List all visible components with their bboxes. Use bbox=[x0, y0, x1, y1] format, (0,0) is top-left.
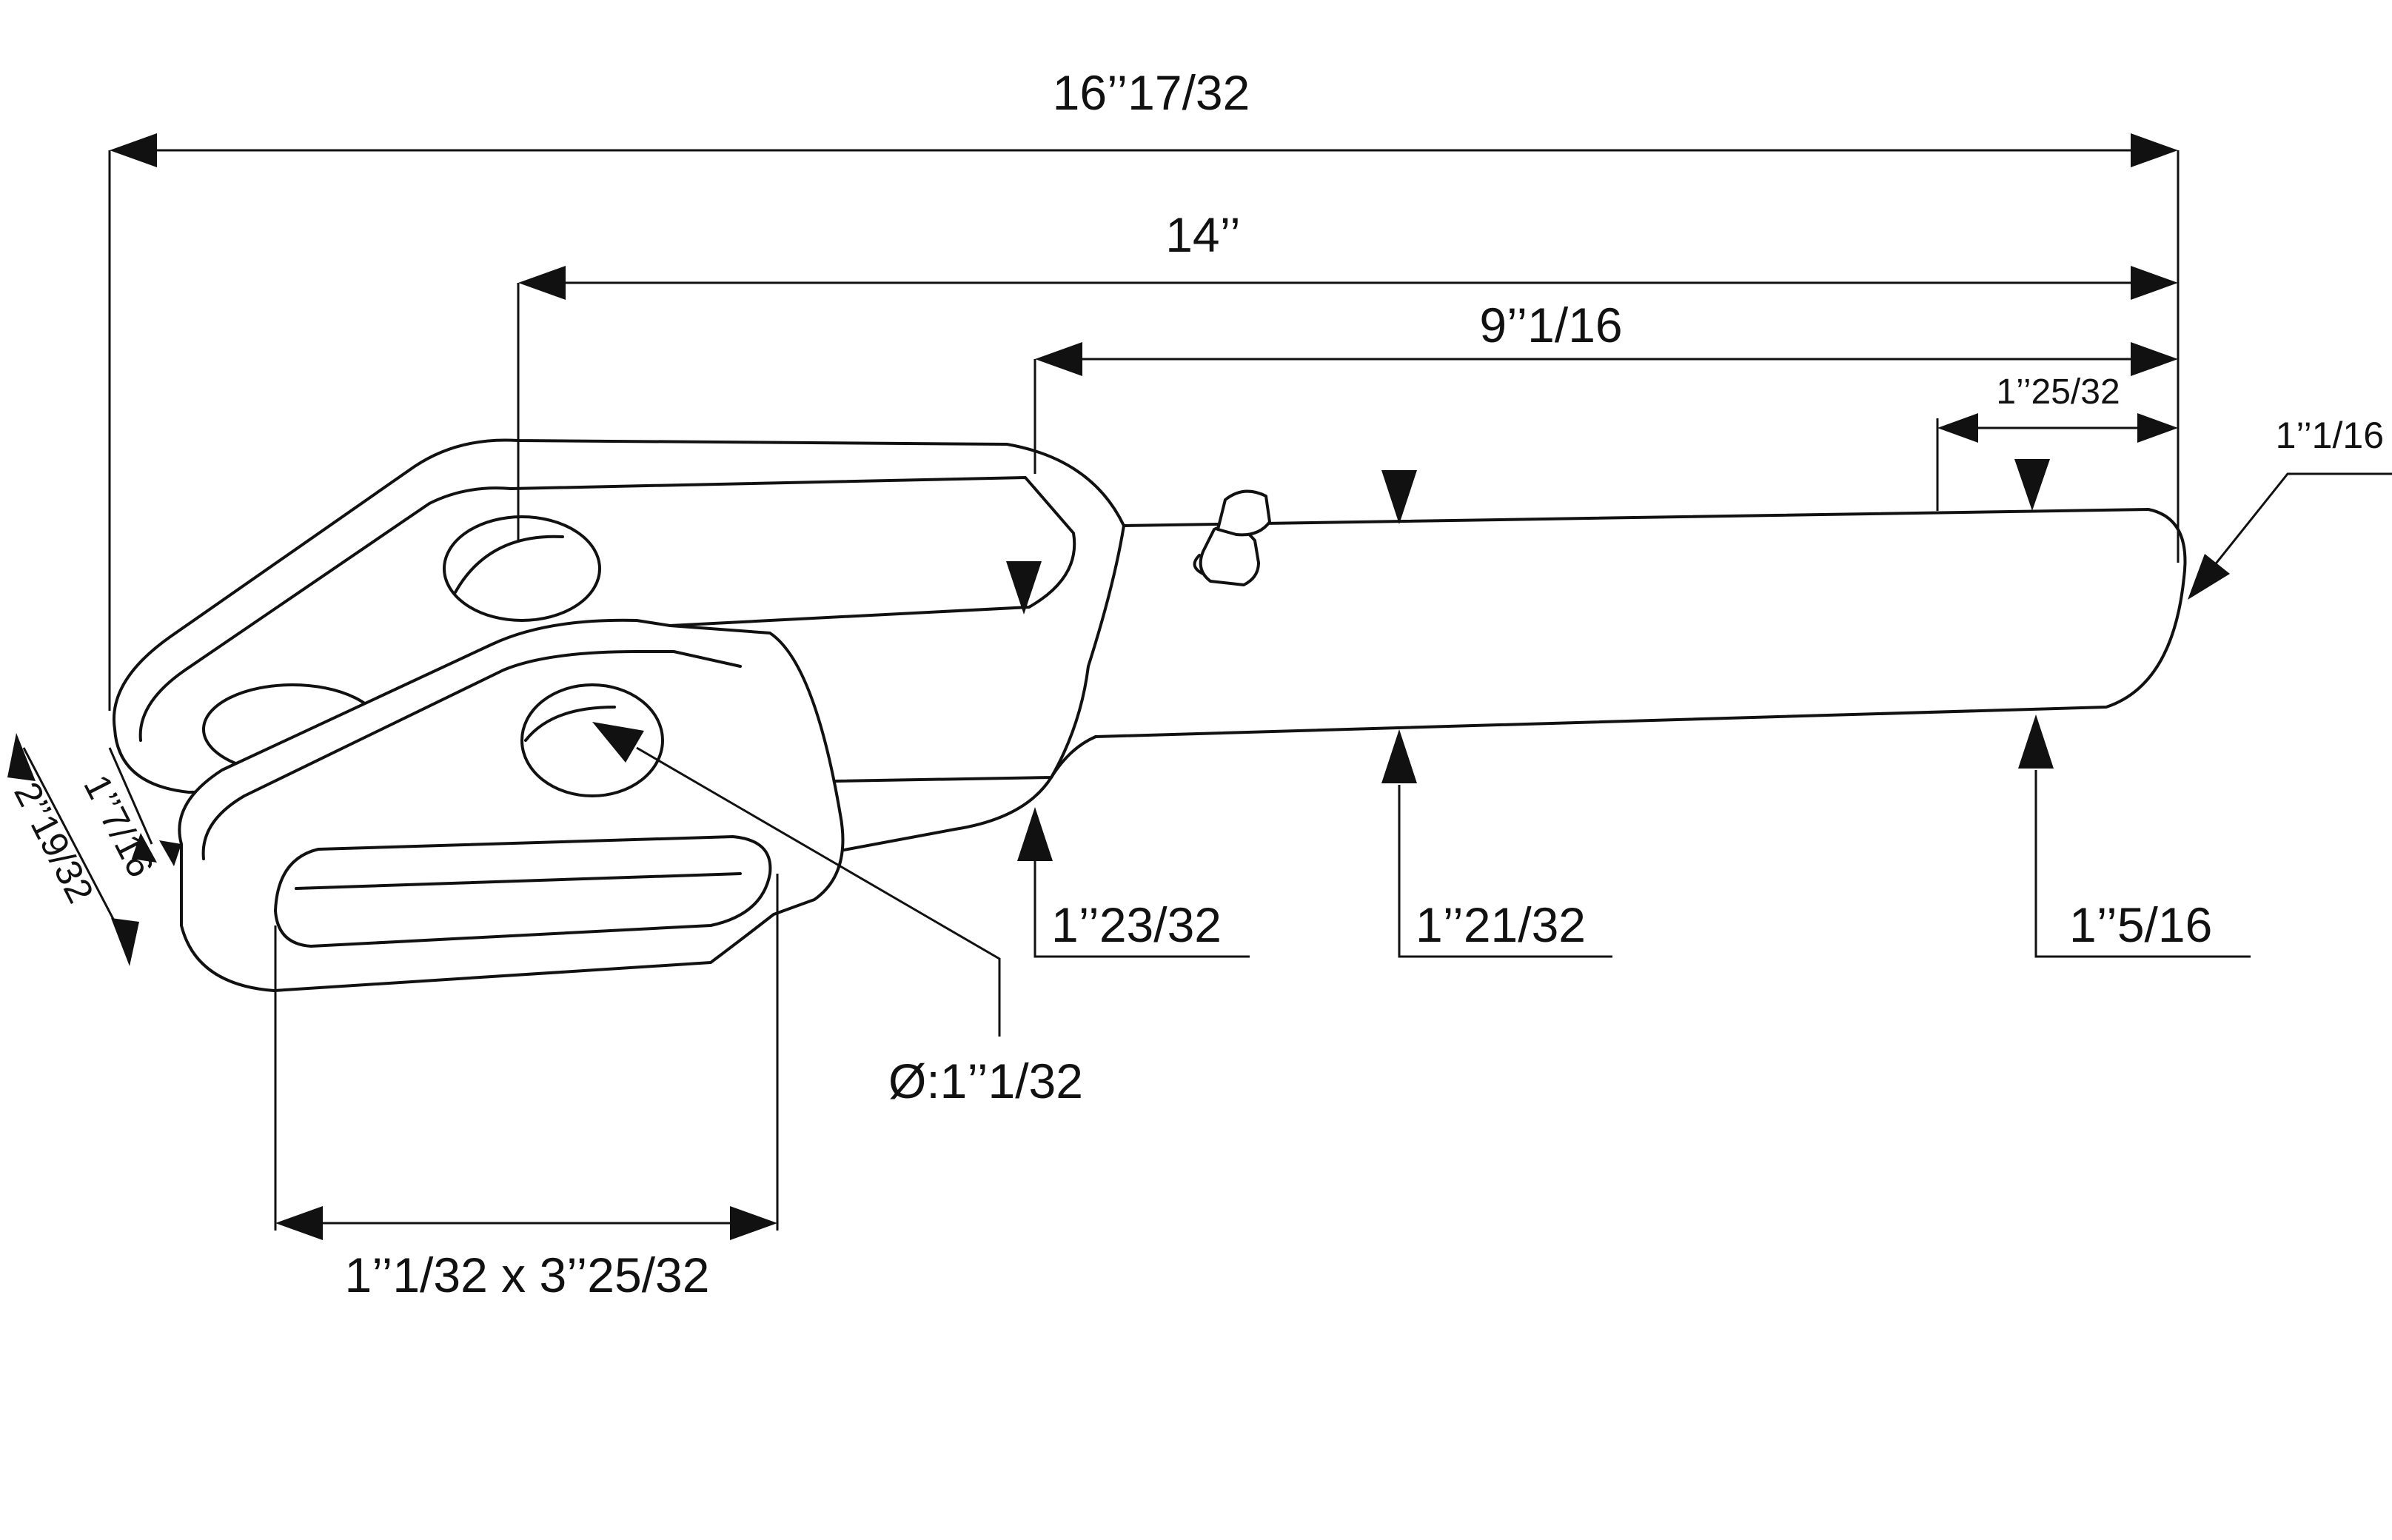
label-end-diameter: 1’’1/16 bbox=[2276, 415, 2384, 456]
slot-inner-edge bbox=[295, 872, 742, 890]
grease-nipple bbox=[1193, 489, 1271, 586]
label-diam-middle: 1’’21/32 bbox=[1416, 897, 1586, 952]
fork-neck bbox=[842, 735, 1097, 851]
dimension-labels: 16’’17/32 14’’ 9’’1/16 1’’25/32 1’’1/16 … bbox=[6, 65, 2384, 1302]
lower-fork-inner-edge bbox=[201, 650, 742, 860]
label-hole-diameter: Ø:1’’1/32 bbox=[888, 1054, 1083, 1108]
dimension-lines bbox=[7, 133, 2392, 1240]
label-overall-length: 16’’17/32 bbox=[1053, 65, 1250, 120]
label-slot-size: 1’’1/32 x 3’’25/32 bbox=[345, 1248, 710, 1302]
shaft-body bbox=[1094, 508, 2187, 738]
label-diam-end: 1’’5/16 bbox=[2069, 897, 2212, 952]
upper-pin-hole-inner bbox=[454, 535, 564, 594]
part-outline bbox=[113, 438, 2187, 992]
upper-fork-inner-edge bbox=[138, 476, 1076, 742]
lower-pin-hole bbox=[520, 683, 664, 797]
slot bbox=[274, 835, 772, 948]
label-pin-to-end: 14’’ bbox=[1165, 207, 1241, 262]
label-end-segment: 1’’25/32 bbox=[1996, 372, 2120, 412]
label-shaft-length: 9’’1/16 bbox=[1479, 298, 1622, 352]
label-diam-neck: 1’’23/32 bbox=[1051, 897, 1222, 952]
upper-pin-hole bbox=[443, 515, 601, 622]
lower-pin-hole-inner bbox=[524, 706, 616, 742]
